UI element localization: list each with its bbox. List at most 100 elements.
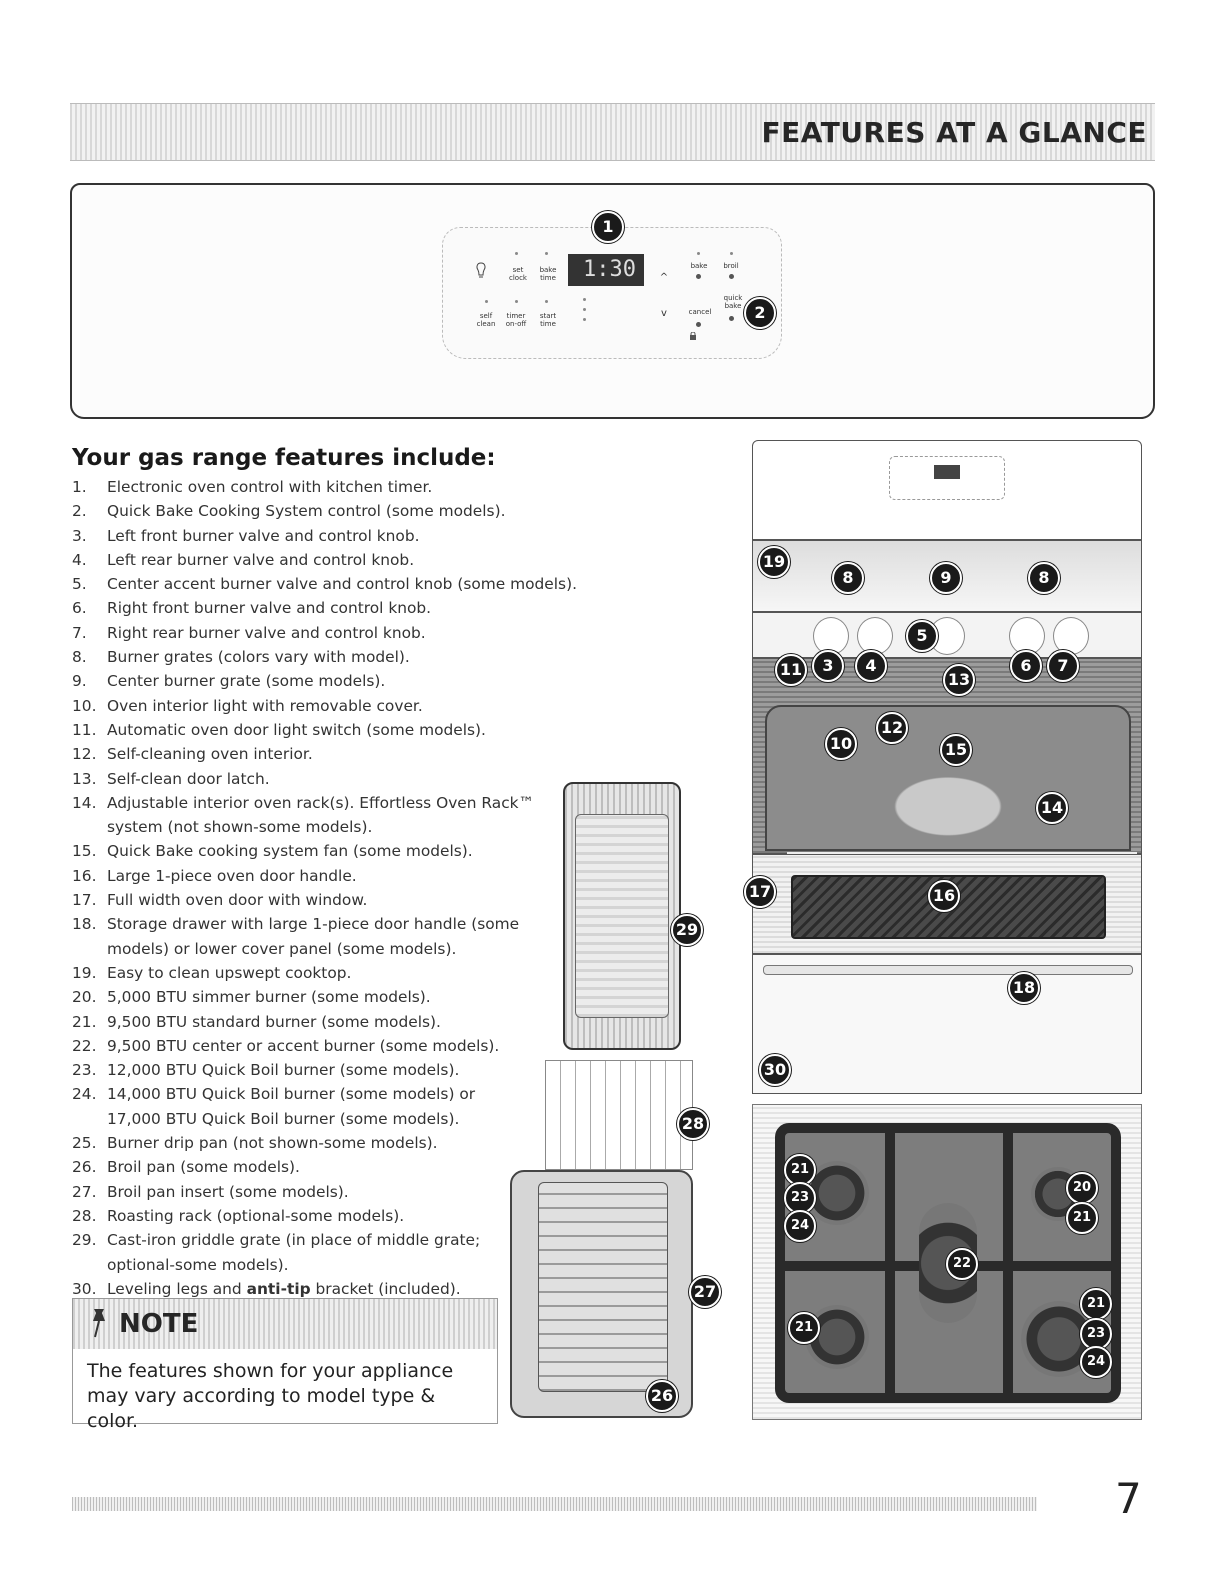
page-number: 7 (1115, 1474, 1142, 1523)
self-clean-key[interactable]: self clean (476, 312, 496, 328)
callout-13: 13 (943, 664, 975, 696)
list-item: 3.Left front burner valve and control kn… (72, 526, 420, 545)
list-item: 21.9,500 BTU standard burner (some model… (72, 1012, 441, 1031)
knob-right-rear[interactable] (1053, 617, 1089, 655)
callout-19: 19 (758, 546, 790, 578)
callout-2: 2 (744, 297, 776, 329)
list-item: 26.Broil pan (some models). (72, 1158, 300, 1177)
callout-7: 7 (1047, 650, 1079, 682)
list-item: 16.Large 1-piece oven door handle. (72, 866, 357, 885)
callout-15: 15 (940, 734, 972, 766)
down-arrow-key[interactable]: v (661, 308, 667, 319)
list-item: 29.Cast-iron griddle grate (in place of … (72, 1231, 481, 1274)
callout-20: 20 (1066, 1172, 1098, 1204)
callout-18: 18 (1008, 972, 1040, 1004)
callout-4: 4 (855, 650, 887, 682)
list-item: 23.12,000 BTU Quick Boil burner (some mo… (72, 1061, 460, 1080)
list-item: 2.Quick Bake Cooking System control (som… (72, 502, 506, 521)
quick-bake-key[interactable]: quick bake (723, 294, 743, 310)
callout-24-b: 24 (1080, 1346, 1112, 1378)
callout-3: 3 (812, 650, 844, 682)
callout-11: 11 (775, 654, 807, 686)
knob-left-front[interactable] (813, 617, 849, 655)
griddle-illustration (563, 782, 681, 1050)
list-item: 13.Self-clean door latch. (72, 769, 270, 788)
list-item: 4.Left rear burner valve and control kno… (72, 550, 415, 569)
oven-display: 1:30 (568, 254, 644, 286)
list-item: 25.Burner drip pan (not shown-some model… (72, 1134, 438, 1153)
note-body: The features shown for your appliance ma… (87, 1360, 454, 1432)
list-item: 1.Electronic oven control with kitchen t… (72, 478, 433, 496)
callout-21-d: 21 (1080, 1288, 1112, 1320)
callout-22: 22 (946, 1248, 978, 1280)
list-item: 27.Broil pan insert (some models). (72, 1182, 349, 1201)
footer-strip (72, 1497, 1037, 1511)
note-box: NOTE The features shown for your applian… (72, 1298, 498, 1432)
burner-grate (775, 1123, 1121, 1403)
oven-light-icon (476, 262, 486, 278)
note-header: NOTE (73, 1299, 497, 1349)
callout-10: 10 (825, 728, 857, 760)
range-storage-drawer (752, 954, 1142, 1094)
list-item: 5.Center accent burner valve and control… (72, 575, 577, 594)
list-item: 15.Quick Bake cooking system fan (some m… (72, 842, 473, 861)
header-banner: FEATURES AT A GLANCE (70, 103, 1155, 161)
cancel-key[interactable]: cancel (688, 308, 712, 316)
oven-rack (787, 852, 1137, 855)
callout-30: 30 (759, 1054, 791, 1086)
pushpin-icon (93, 1309, 105, 1338)
broil-key[interactable]: broil (723, 262, 739, 270)
callout-16: 16 (928, 880, 960, 912)
features-heading: Your gas range features include: (72, 445, 496, 471)
list-item: 28.Roasting rack (optional-some models). (72, 1206, 405, 1225)
set-clock-key[interactable]: set clock (509, 266, 527, 282)
range-backguard (752, 440, 1142, 540)
features-list: 1.Electronic oven control with kitchen t… (72, 475, 592, 1301)
callout-28: 28 (677, 1108, 709, 1140)
broil-pan-insert (538, 1182, 668, 1392)
list-item: 6.Right front burner valve and control k… (72, 599, 432, 618)
list-item: 11.Automatic oven door light switch (som… (72, 720, 486, 739)
list-item: 19.Easy to clean upswept cooktop. (72, 963, 352, 982)
list-item: 30.Leveling legs and anti-tip bracket (i… (72, 1279, 461, 1298)
list-item: 24.14,000 BTU Quick Boil burner (some mo… (72, 1085, 476, 1128)
callout-5: 5 (906, 620, 938, 652)
callout-6: 6 (1010, 650, 1042, 682)
callout-21-b: 21 (1066, 1202, 1098, 1234)
list-item: 17.Full width oven door with window. (72, 891, 368, 910)
callout-24-a: 24 (784, 1210, 816, 1242)
callout-9: 9 (930, 562, 962, 594)
list-item: 12.Self-cleaning oven interior. (72, 745, 313, 764)
callout-1: 1 (592, 211, 624, 243)
callout-12: 12 (876, 712, 908, 744)
list-item: 14.Adjustable interior oven rack(s). Eff… (72, 793, 534, 837)
list-item: 8.Burner grates (colors vary with model)… (72, 648, 410, 667)
list-item: 7.Right rear burner valve and control kn… (72, 623, 426, 642)
timer-key[interactable]: timer on-off (505, 312, 527, 328)
bake-key[interactable]: bake (690, 262, 708, 270)
knob-left-rear[interactable] (857, 617, 893, 655)
griddle-surface (575, 814, 669, 1018)
lock-icon (690, 332, 696, 340)
list-item: 18.Storage drawer with large 1-piece doo… (72, 915, 520, 958)
callout-8-left: 8 (832, 562, 864, 594)
control-panel-illustration: set clock bake time 1:30 ^ bake broil se… (70, 183, 1155, 419)
page-title: FEATURES AT A GLANCE (761, 116, 1147, 149)
start-time-key[interactable]: start time (539, 312, 557, 328)
bake-time-key[interactable]: bake time (539, 266, 557, 282)
callout-8-right: 8 (1028, 562, 1060, 594)
callout-14: 14 (1036, 792, 1068, 824)
control-panel-keypad: set clock bake time 1:30 ^ bake broil se… (442, 227, 782, 359)
cooktop-grates-illustration (752, 1104, 1142, 1420)
up-arrow-key[interactable]: ^ (659, 272, 669, 283)
callout-26: 26 (646, 1380, 678, 1412)
range-knob-panel (752, 612, 1142, 658)
list-item: 10.Oven interior light with removable co… (72, 696, 423, 715)
list-item: 9.Center burner grate (some models). (72, 672, 386, 691)
callout-17: 17 (744, 876, 776, 908)
roasting-rack-illustration (545, 1060, 693, 1170)
callout-27: 27 (689, 1276, 721, 1308)
knob-right-front[interactable] (1009, 617, 1045, 655)
broil-pan-illustration (510, 1170, 693, 1418)
drawer-handle[interactable] (763, 965, 1133, 975)
